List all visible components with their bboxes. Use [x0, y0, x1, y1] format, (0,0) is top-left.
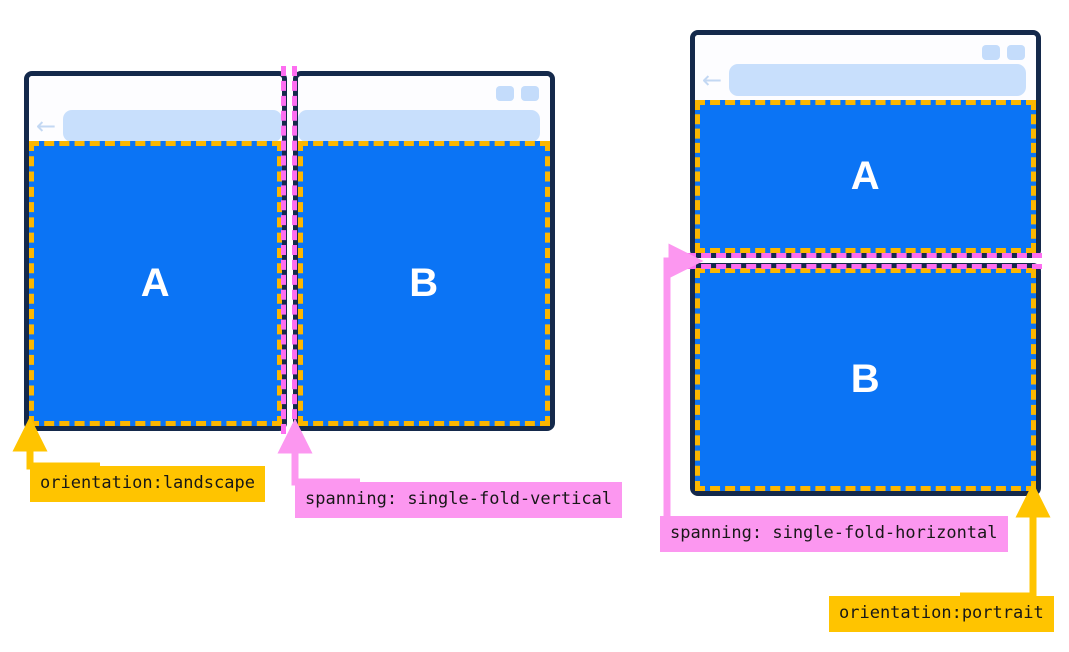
connector-orientation-landscape	[12, 416, 100, 470]
pane-a-letter: A	[140, 261, 171, 305]
label-orientation-portrait: orientation:portrait	[829, 596, 1054, 632]
back-arrow-icon[interactable]: ←	[701, 66, 723, 94]
window-control-2-icon[interactable]	[1007, 45, 1025, 60]
chrome-toolbar-right	[298, 109, 550, 143]
url-bar[interactable]	[729, 64, 1026, 96]
pane-b-letter: B	[409, 261, 439, 305]
label-spanning-single-fold-horizontal: spanning: single-fold-horizontal	[660, 516, 1008, 552]
window-control-2-icon[interactable]	[521, 86, 539, 101]
label-spanning-single-fold-vertical: spanning: single-fold-vertical	[295, 482, 623, 518]
chrome-toolbar-left: ←	[29, 109, 282, 143]
connector-spanning-horizontal	[663, 243, 704, 516]
url-bar[interactable]	[63, 110, 282, 142]
chrome-toolbar-portrait: ←	[695, 63, 1036, 97]
pane-b-letter: B	[850, 357, 881, 401]
landscape-pane-a: A	[29, 141, 282, 426]
label-orientation-landscape: orientation:landscape	[30, 466, 265, 502]
window-control-1-icon[interactable]	[982, 45, 1000, 60]
connector-spanning-vertical	[277, 418, 360, 486]
window-controls-landscape	[496, 86, 539, 101]
window-controls-portrait	[982, 45, 1025, 60]
back-arrow-icon[interactable]: ←	[35, 112, 57, 140]
landscape-pane-b: B	[298, 141, 550, 426]
pane-a-letter: A	[850, 154, 881, 198]
url-bar-continued[interactable]	[298, 110, 540, 142]
portrait-pane-a: A	[695, 100, 1036, 253]
portrait-pane-b: B	[695, 268, 1036, 491]
window-control-1-icon[interactable]	[496, 86, 514, 101]
